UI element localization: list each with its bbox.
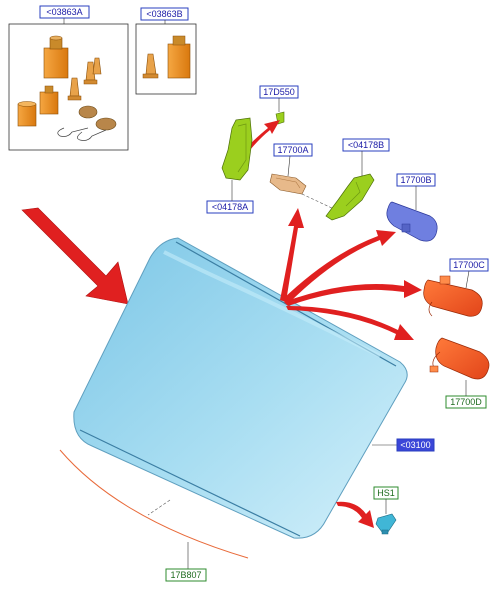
accessory-arrows	[280, 208, 422, 528]
kit-a-cylinder-large	[43, 35, 69, 79]
label-kit-b-box[interactable]	[140, 7, 189, 21]
kit-a-cylinder-medium	[39, 85, 59, 115]
label-kit-a: <03863A	[46, 7, 82, 17]
label-17700A: 17700A	[277, 145, 308, 155]
label-03100: <03100	[400, 440, 430, 450]
arrow-to-HS1	[336, 501, 374, 528]
label-04178B: <04178B	[348, 140, 384, 150]
windshield-label-group: <03100	[372, 438, 435, 452]
label-17700A-box[interactable]	[273, 143, 313, 157]
label-04178A-box[interactable]	[206, 200, 254, 214]
arrow-to-17700C	[284, 280, 422, 306]
part-HS1: HS1	[373, 486, 399, 535]
part-17700C: 17700C	[423, 258, 489, 317]
label-17B807-box[interactable]	[165, 568, 207, 582]
label-17700B: 17700B	[400, 175, 431, 185]
kit-a-wire-1	[57, 127, 89, 137]
label-03100-box[interactable]	[396, 438, 435, 452]
pointer-arrow	[21, 207, 129, 305]
arrow-to-17D550	[246, 120, 280, 150]
label-04178A: <04178A	[212, 202, 248, 212]
kit-b-group: <03863B	[135, 7, 197, 95]
part-17700A: 17700A	[269, 143, 337, 211]
label-17D550: 17D550	[263, 87, 295, 97]
arrow-to-17700D	[286, 306, 414, 340]
kit-a-group: <03863A	[8, 5, 129, 151]
kit-a-nozzle-3	[69, 77, 80, 97]
kit-a-pad-2	[95, 117, 117, 131]
arrow-to-17700B	[282, 230, 396, 304]
kit-a-frame	[8, 23, 129, 151]
arrow-to-17700A	[280, 208, 304, 302]
label-17B807: 17B807	[170, 570, 201, 580]
windshield[interactable]	[73, 237, 408, 539]
label-kit-b: <03863B	[146, 9, 182, 19]
part-17D550: 17D550	[259, 85, 299, 125]
kit-a-pad-1	[78, 105, 98, 119]
kit-a-nozzle-2	[92, 57, 102, 75]
kit-b-cylinder	[167, 35, 191, 79]
kit-a-cylinder-small	[17, 101, 37, 127]
kit-b-frame	[135, 23, 197, 95]
label-HS1: HS1	[377, 488, 395, 498]
part-17B807: 17B807	[59, 449, 249, 582]
part-17700D: 17700D	[429, 337, 490, 409]
label-kit-a-box[interactable]	[39, 5, 90, 19]
label-17700C: 17700C	[453, 260, 485, 270]
kit-a-wire-2	[77, 129, 107, 141]
part-04178A: <04178A	[206, 117, 254, 214]
label-04178B-box[interactable]	[342, 138, 390, 152]
kit-b-nozzle	[145, 53, 157, 75]
part-17700B: 17700B	[386, 173, 438, 242]
label-17700D: 17700D	[450, 397, 482, 407]
part-04178B: <04178B	[325, 138, 390, 221]
